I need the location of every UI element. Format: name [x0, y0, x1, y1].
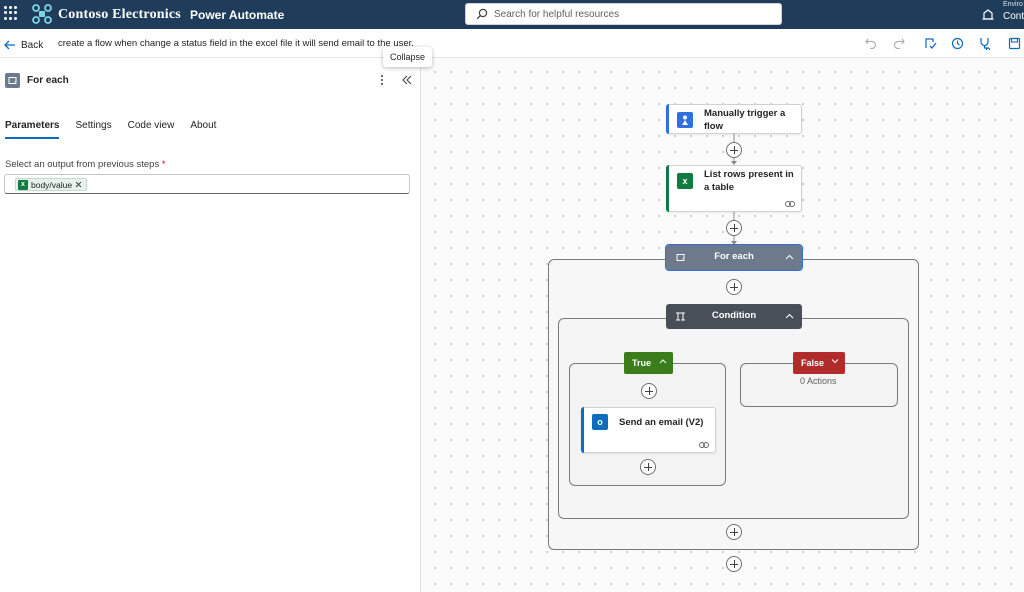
- add-step-button[interactable]: [726, 524, 742, 540]
- condition-icon: [676, 312, 685, 321]
- connection-link-icon: [785, 201, 795, 207]
- back-button[interactable]: Back: [4, 38, 43, 52]
- version-history-icon[interactable]: [951, 37, 964, 50]
- false-branch-tag[interactable]: False: [793, 352, 845, 374]
- false-branch-empty-text: 0 Actions: [800, 376, 837, 386]
- add-step-button[interactable]: [726, 279, 742, 295]
- list-rows-label: List rows present in a table: [704, 169, 794, 193]
- output-field[interactable]: x body/value: [4, 174, 410, 194]
- flow-checker-icon[interactable]: [924, 37, 937, 50]
- foreach-node[interactable]: For each: [665, 244, 803, 271]
- token-label: body/value: [31, 179, 73, 190]
- true-branch-tag[interactable]: True: [624, 352, 673, 374]
- remove-token-icon[interactable]: [75, 181, 82, 188]
- environment-value[interactable]: Cont: [1003, 11, 1024, 22]
- brand-name[interactable]: Contoso Electronics: [58, 7, 181, 22]
- search-box[interactable]: Search for helpful resources: [465, 3, 782, 25]
- chevron-up-icon[interactable]: [785, 254, 794, 260]
- back-label: Back: [21, 39, 44, 51]
- search-icon: [476, 8, 488, 20]
- panel-tabs: Parameters Settings Code view About: [5, 120, 232, 139]
- add-step-button[interactable]: [640, 459, 656, 475]
- condition-label: Condition: [711, 310, 757, 321]
- command-bar: Back create a flow when change a status …: [0, 29, 1024, 58]
- product-name[interactable]: Power Automate: [190, 8, 285, 22]
- outlook-icon: o: [592, 414, 608, 430]
- foreach-icon: [5, 73, 20, 88]
- foreach-icon: [676, 254, 685, 261]
- add-step-button[interactable]: [726, 556, 742, 572]
- manual-trigger-icon: [677, 112, 693, 128]
- tab-settings[interactable]: Settings: [75, 120, 112, 131]
- send-email-label: Send an email (V2): [619, 417, 704, 428]
- test-flow-icon[interactable]: [978, 37, 991, 50]
- list-rows-node[interactable]: x List rows present in a table: [666, 165, 802, 212]
- environment-label: Enviro: [1003, 1, 1023, 8]
- add-step-button[interactable]: [726, 220, 742, 236]
- excel-icon: x: [18, 179, 28, 190]
- undo-icon[interactable]: [865, 37, 877, 49]
- send-email-node[interactable]: o Send an email (V2): [581, 407, 716, 453]
- properties-panel: For each Parameters Settings Code view A…: [0, 58, 421, 592]
- output-field-label-text: Select an output from previous steps: [5, 159, 160, 170]
- designer-canvas[interactable]: Manually trigger a flow x List rows pres…: [421, 58, 1024, 592]
- foreach-label: For each: [714, 251, 754, 262]
- tab-parameters[interactable]: Parameters: [5, 120, 60, 139]
- collapse-chevrons-icon[interactable]: [401, 74, 413, 86]
- redo-icon[interactable]: [893, 37, 905, 49]
- collapse-tooltip: Collapse: [383, 47, 432, 67]
- add-step-button[interactable]: [641, 383, 657, 399]
- tab-about[interactable]: About: [190, 120, 217, 131]
- search-placeholder: Search for helpful resources: [494, 9, 620, 20]
- tab-code-view[interactable]: Code view: [127, 120, 175, 131]
- back-arrow-icon: [4, 40, 15, 50]
- environment-icon[interactable]: [982, 8, 994, 20]
- true-label: True: [632, 358, 652, 368]
- excel-icon: x: [677, 173, 693, 189]
- chevron-down-icon[interactable]: [831, 358, 839, 364]
- dynamic-content-token[interactable]: x body/value: [15, 178, 88, 191]
- chevron-up-icon[interactable]: [659, 358, 667, 364]
- contoso-logo-icon: [32, 4, 52, 24]
- save-icon[interactable]: [1008, 37, 1021, 50]
- app-launcher-icon[interactable]: [4, 6, 18, 20]
- flow-title[interactable]: create a flow when change a status field…: [58, 38, 414, 49]
- add-step-button[interactable]: [726, 142, 742, 158]
- more-options-icon[interactable]: [378, 74, 386, 86]
- top-bar: Contoso Electronics Power Automate Searc…: [0, 0, 1024, 29]
- trigger-label: Manually trigger a flow: [704, 108, 786, 132]
- condition-node[interactable]: Condition: [666, 304, 802, 329]
- panel-title: For each: [27, 75, 69, 86]
- false-label: False: [801, 358, 825, 368]
- trigger-node[interactable]: Manually trigger a flow: [666, 104, 802, 134]
- chevron-up-icon[interactable]: [785, 313, 794, 319]
- output-field-label: Select an output from previous steps *: [5, 159, 166, 170]
- required-marker: *: [161, 159, 166, 170]
- connection-link-icon: [699, 442, 709, 448]
